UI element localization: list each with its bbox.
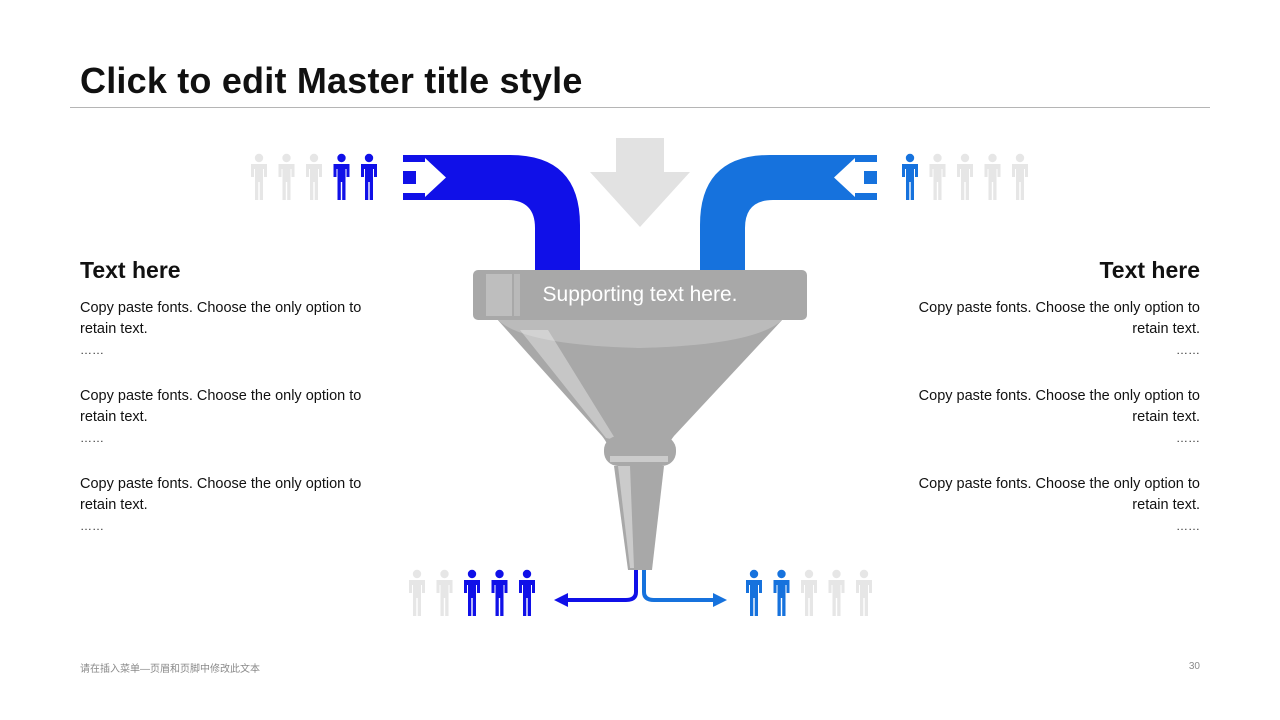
paragraph-ellipsis: …… — [80, 519, 104, 533]
paragraph-ellipsis: …… — [1176, 431, 1200, 445]
right-paragraph[interactable]: Copy paste fonts. Choose the only option… — [910, 386, 1200, 449]
person-icon — [828, 569, 845, 616]
person-icon — [856, 569, 872, 616]
right-text-column: Text here Copy paste fonts. Choose the o… — [910, 256, 1200, 562]
people-group-top-right — [902, 153, 1028, 200]
right-paragraph[interactable]: Copy paste fonts. Choose the only option… — [910, 298, 1200, 361]
person-icon — [436, 569, 453, 616]
left-paragraph[interactable]: Copy paste fonts. Choose the only option… — [80, 298, 370, 361]
person-icon-highlighted — [491, 569, 508, 616]
right-paragraph[interactable]: Copy paste fonts. Choose the only option… — [910, 474, 1200, 537]
left-inflow-pipe — [403, 155, 580, 272]
right-inflow-pipe — [700, 155, 877, 272]
left-heading[interactable]: Text here — [80, 257, 181, 283]
left-paragraph[interactable]: Copy paste fonts. Choose the only option… — [80, 386, 370, 449]
paragraph-text: Copy paste fonts. Choose the only option… — [918, 300, 1200, 337]
person-icon — [409, 569, 425, 616]
person-icon — [984, 153, 1001, 200]
title-divider — [70, 107, 1210, 108]
paragraph-text: Copy paste fonts. Choose the only option… — [918, 476, 1200, 513]
person-icon — [801, 569, 817, 616]
paragraph-ellipsis: …… — [1176, 343, 1200, 357]
person-icon — [278, 153, 295, 200]
down-arrow-icon — [590, 138, 690, 227]
page-number: 30 — [1188, 661, 1200, 672]
left-text-column: Text here Copy paste fonts. Choose the o… — [80, 256, 370, 562]
paragraph-text: Copy paste fonts. Choose the only option… — [80, 476, 362, 513]
right-heading[interactable]: Text here — [1099, 257, 1200, 283]
person-icon-highlighted — [361, 153, 377, 200]
person-icon — [1012, 153, 1028, 200]
person-icon — [957, 153, 973, 200]
paragraph-ellipsis: …… — [80, 343, 104, 357]
people-group-bottom-right — [746, 569, 872, 616]
person-icon — [306, 153, 322, 200]
paragraph-ellipsis: …… — [1176, 519, 1200, 533]
paragraph-ellipsis: …… — [80, 431, 104, 445]
person-icon-highlighted — [773, 569, 790, 616]
people-group-top-left — [251, 153, 377, 200]
person-icon — [251, 153, 267, 200]
person-icon-highlighted — [464, 569, 480, 616]
people-group-bottom-left — [409, 569, 535, 616]
funnel-icon — [473, 270, 807, 570]
person-icon-highlighted — [333, 153, 350, 200]
person-icon — [929, 153, 946, 200]
paragraph-text: Copy paste fonts. Choose the only option… — [80, 300, 362, 337]
footer-text[interactable]: 请在插入菜单—页眉和页脚中修改此文本 — [80, 664, 260, 675]
person-icon-highlighted — [519, 569, 535, 616]
slide-title[interactable]: Click to edit Master title style — [80, 60, 583, 101]
left-paragraph[interactable]: Copy paste fonts. Choose the only option… — [80, 474, 370, 537]
funnel-supporting-text[interactable]: Supporting text here. — [542, 283, 738, 306]
person-icon-highlighted — [902, 153, 918, 200]
person-icon-highlighted — [746, 569, 762, 616]
paragraph-text: Copy paste fonts. Choose the only option… — [918, 388, 1200, 425]
bottom-outflow-arrows — [554, 570, 727, 607]
paragraph-text: Copy paste fonts. Choose the only option… — [80, 388, 362, 425]
